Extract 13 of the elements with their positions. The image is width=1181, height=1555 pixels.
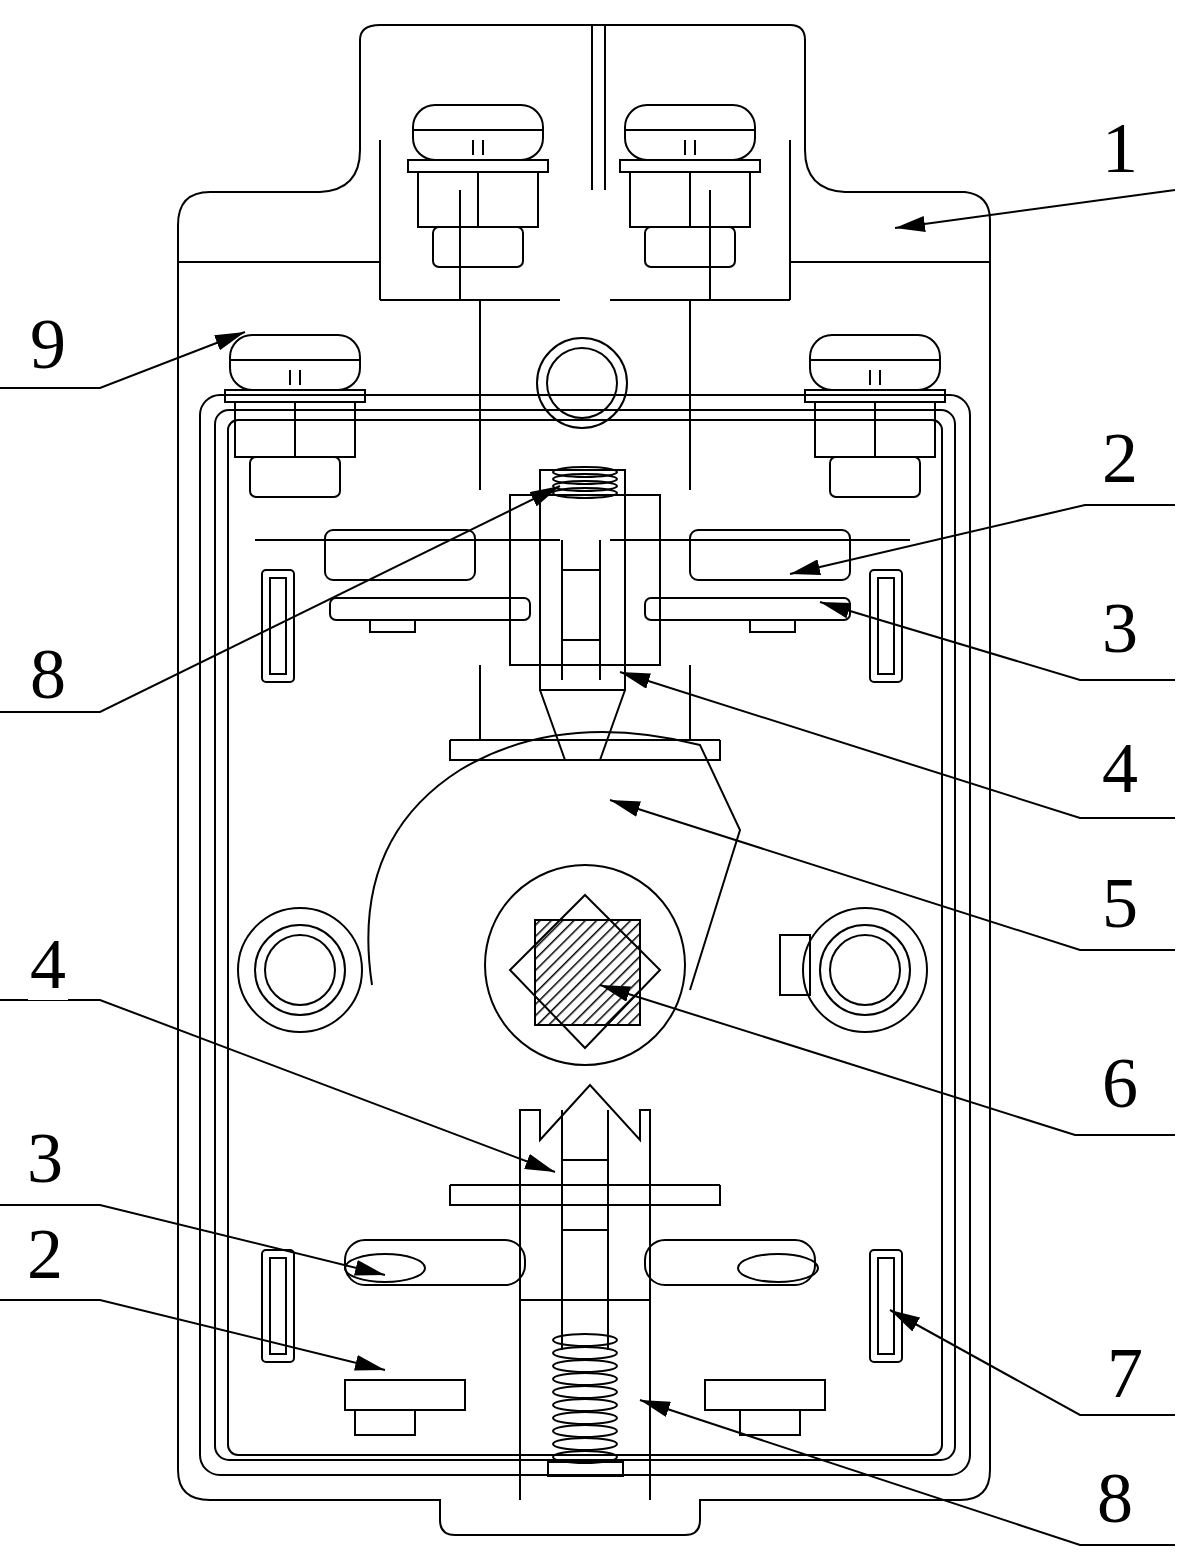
leader-line [0,1299,386,1371]
leader-line [599,984,1176,1136]
leader-line [894,189,1176,232]
leader-line [0,999,556,1173]
leader-line [819,601,1176,681]
leader-line [619,671,1176,819]
leader-line [789,504,1176,575]
leader-line [609,799,1176,951]
leader-line [0,1204,386,1276]
leader-line [889,1309,1176,1416]
leader-line [0,331,246,389]
leader-line [639,1399,1176,1546]
leader-line [0,485,561,713]
